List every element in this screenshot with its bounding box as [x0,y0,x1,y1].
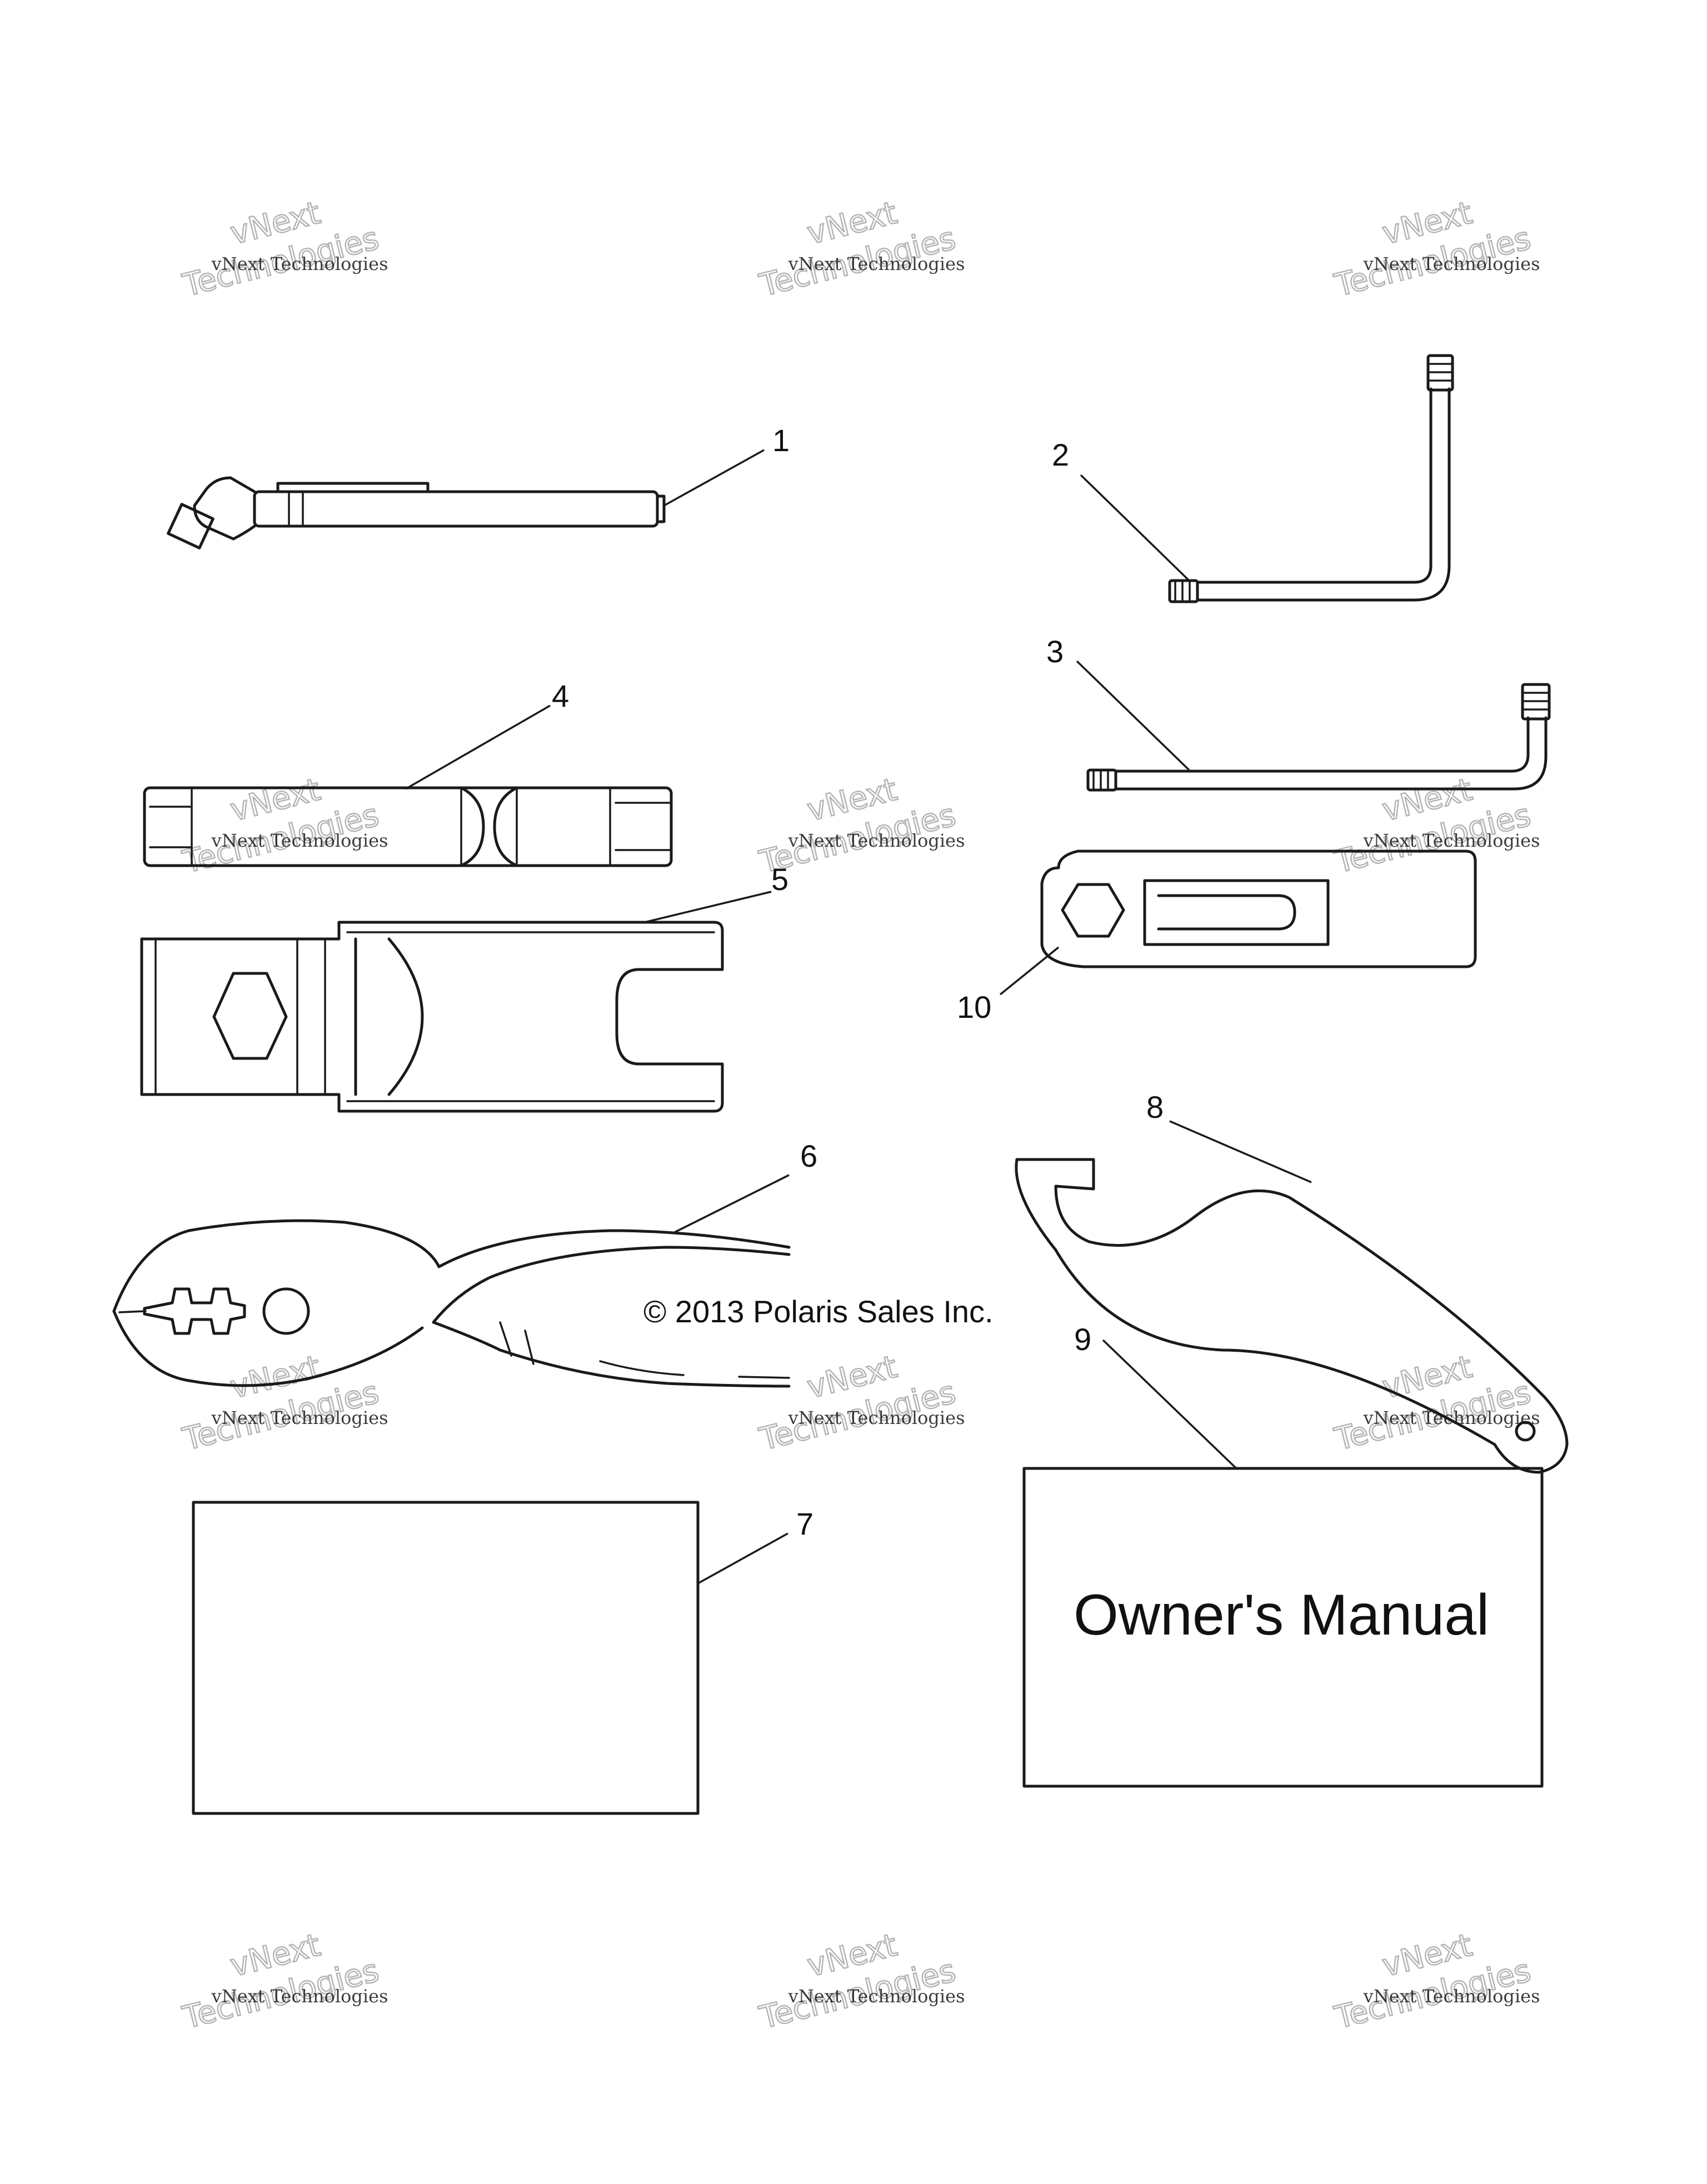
watermark-text: vNext Technologies [1363,253,1540,274]
callout-9: 9 [1074,1322,1091,1357]
part-4-spark-plug-socket [143,786,673,867]
leader-lines [405,449,1312,1585]
part-5-holder-tool [140,921,724,1113]
watermark-text: vNext Technologies [788,1986,965,2007]
watermark-text: vNext Technologies [211,253,388,274]
callout-5: 5 [771,862,788,897]
part-1-pressure-gauge [167,476,666,549]
callout-8: 8 [1146,1089,1164,1125]
watermark-text: vNext Technologies [1363,1407,1540,1428]
watermark-text: vNext Technologies [788,830,965,851]
callout-7: 7 [796,1506,813,1541]
callout-4: 4 [552,678,569,713]
manual-title: Owner's Manual [1074,1583,1489,1647]
watermark-text: vNext Technologies [211,1986,388,2007]
callout-10: 10 [957,989,991,1024]
part-6-pliers [112,1219,791,1388]
callout-numbers: 1 2 3 4 5 6 7 8 9 10 [552,423,1164,1541]
part-9-owners-manual: Owner's Manual [1022,1467,1544,1788]
callout-1: 1 [772,423,790,458]
part-2-hex-key [1168,354,1454,603]
watermark-text: vNext Technologies [211,1407,388,1428]
watermark-text: vNext Technologies [788,1407,965,1428]
callout-2: 2 [1052,437,1069,472]
part-8-spanner-wrench [1015,1158,1569,1474]
watermark-text: vNext Technologies [211,830,388,851]
watermark-text: vNext Technologies [788,253,965,274]
watermark-text: vNext Technologies [1363,1986,1540,2007]
callout-6: 6 [800,1138,817,1173]
part-7-card [192,1501,700,1815]
part-10-flat-wrench [1040,849,1477,968]
watermark-text: vNext Technologies [1363,830,1540,851]
copyright-notice: © 2013 Polaris Sales Inc. [643,1294,994,1329]
part-3-hex-key [1086,683,1551,792]
callout-3: 3 [1046,634,1064,669]
